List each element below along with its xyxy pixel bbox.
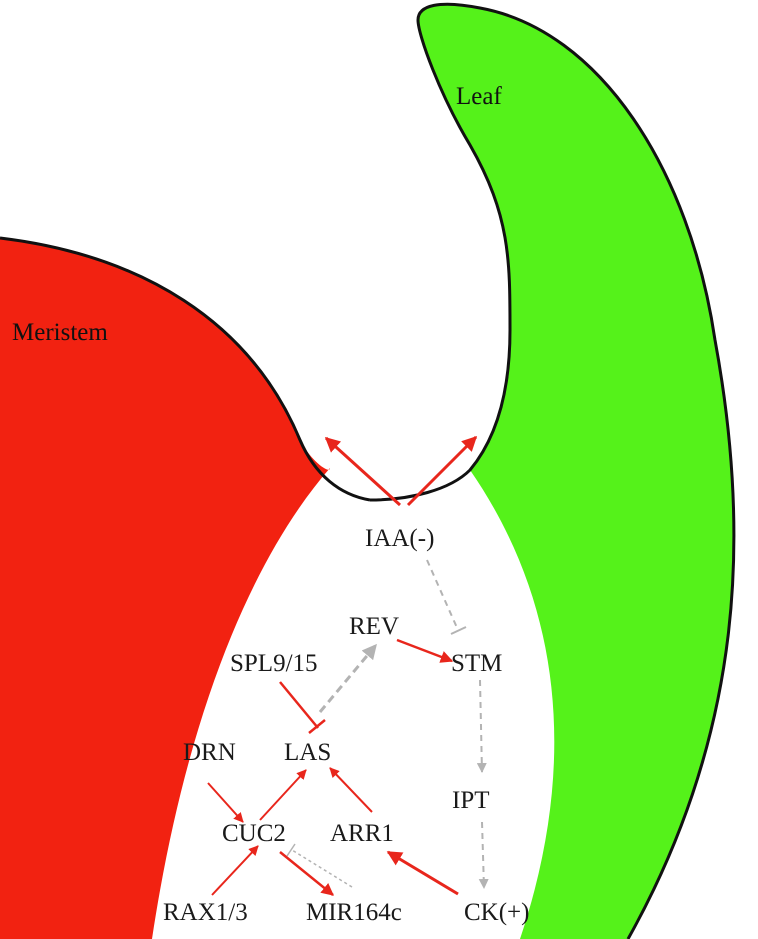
node-cuc2: CUC2 <box>222 820 286 847</box>
edge-cuc2-las <box>259 769 307 821</box>
node-mir: MIR164c <box>306 899 402 926</box>
edge-las-rev <box>318 643 378 713</box>
node-iaa: IAA(-) <box>365 525 434 552</box>
leaf-label: Leaf <box>456 83 502 110</box>
edge-iaa-leaf <box>406 435 478 507</box>
edge-iaa-stm <box>426 559 459 631</box>
node-ipt: IPT <box>452 787 490 814</box>
edge-rax-cuc2 <box>211 845 259 896</box>
edge-stm-ipt <box>476 679 487 773</box>
leaf-region <box>418 4 734 939</box>
node-rax: RAX1/3 <box>163 899 248 926</box>
node-arr1: ARR1 <box>330 820 394 847</box>
edge-iaa-stm-bar <box>450 626 467 635</box>
node-las: LAS <box>284 739 331 766</box>
edge-cuc2-mir <box>279 851 334 896</box>
node-spl: SPL9/15 <box>230 650 318 677</box>
meristem-outline <box>0 236 371 502</box>
node-rev: REV <box>349 613 399 640</box>
meristem-label: Meristem <box>12 319 108 346</box>
edge-drn-cuc2 <box>207 782 244 823</box>
leaf-outline <box>369 2 736 939</box>
edge-iaa-meristem <box>324 436 402 507</box>
node-stm: STM <box>451 650 502 677</box>
meristem-region <box>0 238 330 939</box>
node-drn: DRN <box>183 739 236 766</box>
edge-ipt-ck <box>478 821 489 889</box>
edge-arr1-las <box>329 767 373 813</box>
edge-spl-las-bar <box>308 719 326 734</box>
node-ck: CK(+) <box>464 899 529 926</box>
edge-mir-cuc2-bar <box>286 843 296 857</box>
edge-spl-las <box>279 681 319 729</box>
edge-ck-arr1 <box>386 850 459 896</box>
edge-rev-stm <box>396 638 454 663</box>
